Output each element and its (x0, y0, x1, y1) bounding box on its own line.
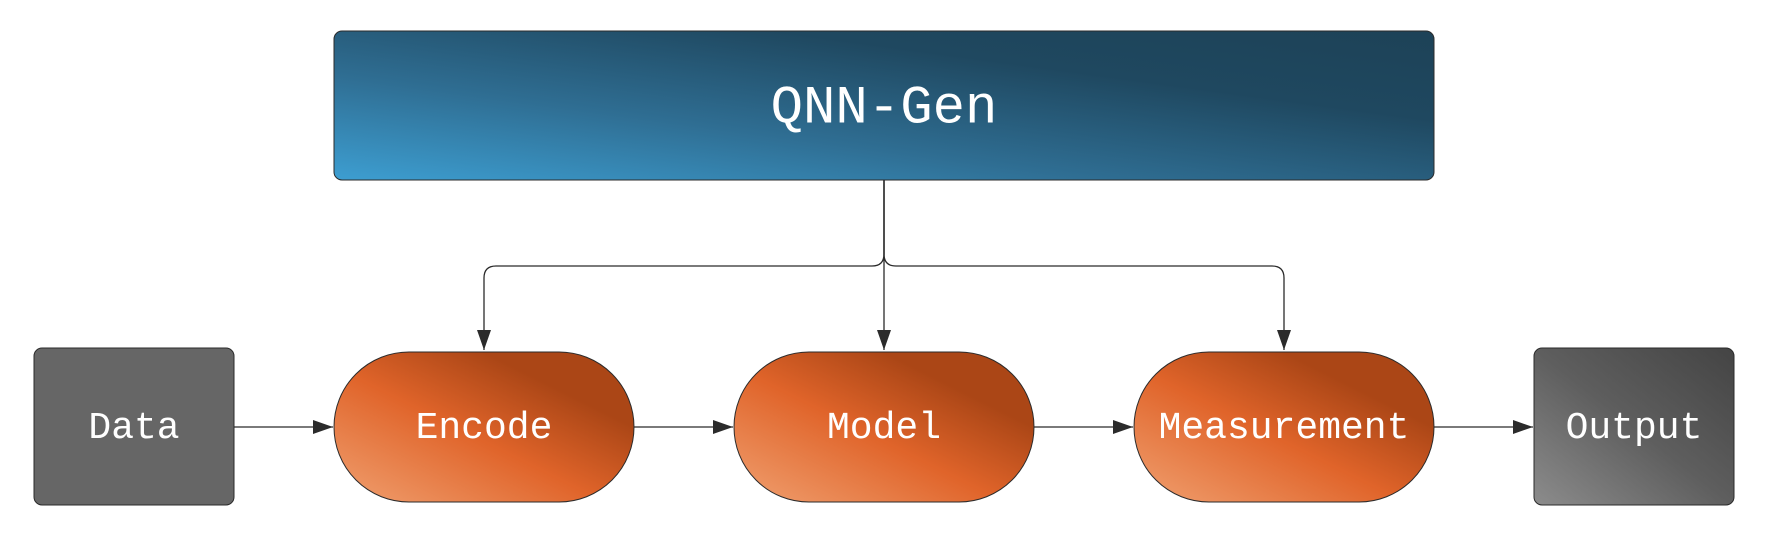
header-connectors (477, 180, 1291, 350)
connector-to-measurement (883, 180, 1291, 350)
measurement-label: Measurement (1159, 407, 1410, 450)
connector-to-encode (477, 180, 885, 350)
model-label: Model (827, 407, 941, 450)
output-label: Output (1566, 407, 1703, 450)
data-label: Data (88, 407, 179, 450)
data-node: Data (33, 347, 235, 506)
model-node: Model (733, 351, 1035, 503)
encode-node: Encode (333, 351, 635, 503)
encode-label: Encode (416, 407, 553, 450)
qnn-gen-header: QNN-Gen (333, 30, 1435, 181)
measurement-node: Measurement (1133, 351, 1435, 503)
header-title: QNN-Gen (771, 78, 998, 139)
output-node: Output (1533, 347, 1735, 506)
